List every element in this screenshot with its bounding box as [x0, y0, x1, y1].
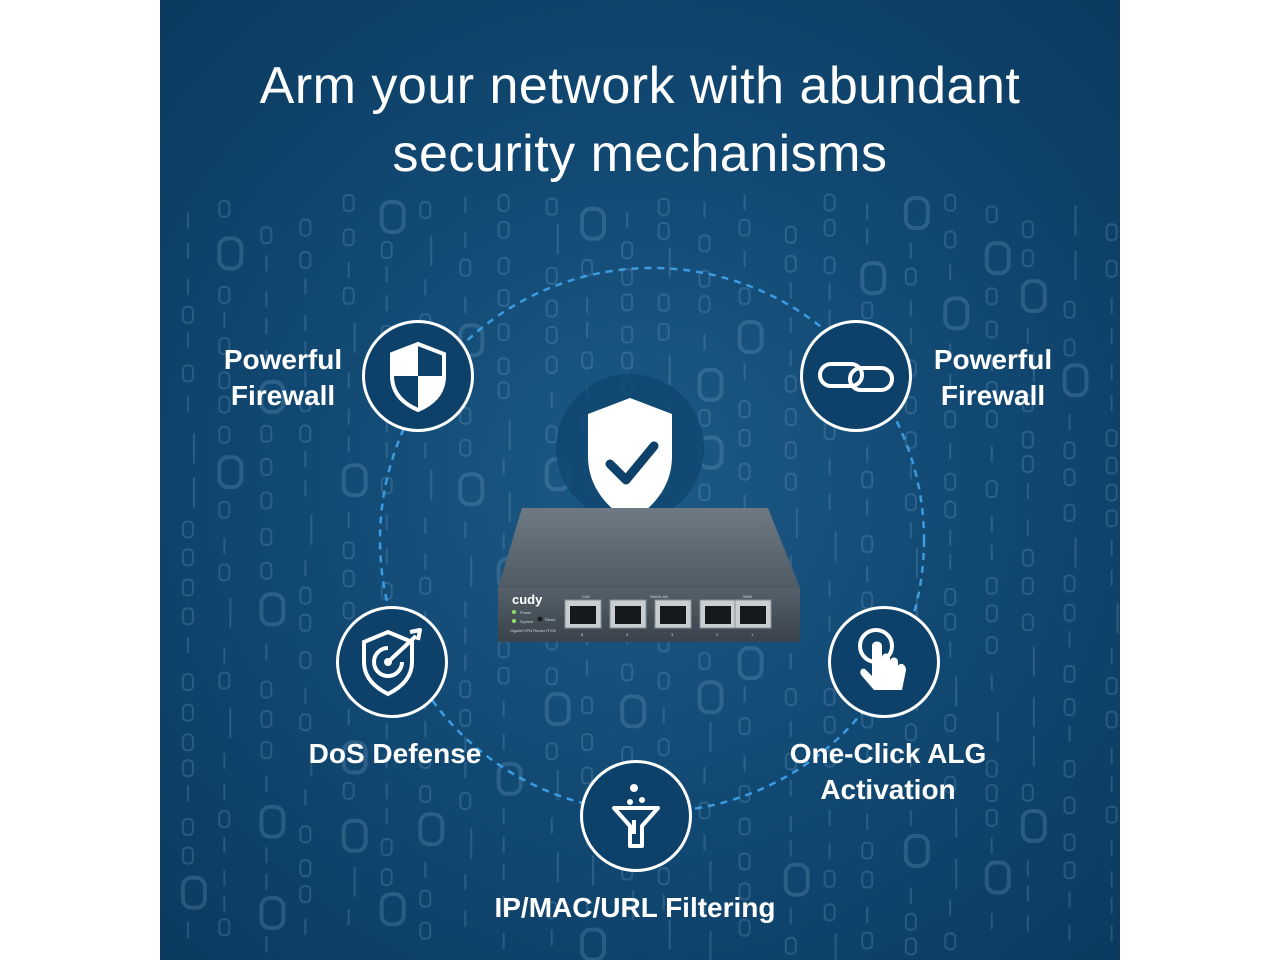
port-group-lan: LAN [582, 594, 590, 599]
link-feature-label-line2: Firewall [940, 380, 1046, 411]
reset-label: Reset [545, 617, 556, 622]
shield-check-icon [588, 398, 672, 522]
dos-label-line1: DoS Defense [308, 738, 482, 769]
orbit-circle [378, 266, 926, 814]
ethernet-port-socket [570, 606, 596, 624]
firewall-feature-circle [362, 320, 474, 432]
central-security-shield [556, 374, 704, 522]
ethernet-port-socket [705, 606, 731, 624]
router-top-panel [498, 508, 800, 588]
port-number: 5 [581, 632, 584, 637]
tap-hand-icon [858, 628, 906, 690]
link-feature-label-line1: Powerful [933, 344, 1053, 375]
ethernet-port-socket [660, 606, 686, 624]
shield-icon [390, 341, 446, 412]
port-group-wan-lan: WAN/LAN [650, 594, 668, 599]
port-number: 2 [716, 632, 719, 637]
check-mark-icon [605, 441, 659, 485]
router-brand: cudy [512, 592, 543, 607]
port-group-wan: WAN [743, 594, 752, 599]
link-feature-circle [800, 320, 912, 432]
filter-icon [612, 784, 660, 848]
led-label-power: Power [520, 610, 532, 615]
alg-label: One-Click ALG Activation [770, 736, 1006, 808]
feature-banner: Arm your network with abundant security … [160, 0, 1120, 960]
headline: Arm your network with abundant security … [160, 52, 1120, 188]
firewall-label-line2: Firewall [230, 380, 336, 411]
router-device: cudy Power System Reset Gigabit VPN Rout… [498, 508, 800, 642]
link-feature-label: Powerful Firewall [928, 342, 1058, 414]
dashed-orbit-ring [378, 266, 926, 814]
port-number: 3 [671, 632, 674, 637]
headline-line-1: Arm your network with abundant [259, 57, 1021, 115]
port-number: 4 [626, 632, 629, 637]
ethernet-ports: 5 4 3 2 1 [564, 599, 772, 637]
led-label-system: System [520, 619, 534, 624]
alg-feature-circle [828, 606, 940, 718]
ethernet-port-socket [615, 606, 641, 624]
filtering-label-line1: IP/MAC/URL Filtering [494, 892, 776, 923]
ethernet-port-socket [740, 606, 766, 624]
alg-label-line1: One-Click ALG [789, 738, 987, 769]
power-led-icon [512, 610, 516, 614]
filtering-label: IP/MAC/URL Filtering [470, 890, 800, 926]
firewall-label-line1: Powerful [223, 344, 343, 375]
port-number: 1 [751, 632, 754, 637]
dos-label: DoS Defense [290, 736, 500, 772]
dos-feature-circle [336, 606, 448, 718]
router-model: Gigabit VPN Router R700 [510, 628, 557, 633]
system-led-icon [512, 619, 516, 623]
headline-line-2: security mechanisms [392, 125, 888, 183]
link-icon [818, 362, 894, 392]
target-shield-icon [362, 628, 422, 697]
reset-button[interactable] [537, 616, 543, 622]
alg-label-line2: Activation [820, 774, 956, 805]
firewall-label: Powerful Firewall [218, 342, 348, 414]
filtering-feature-circle [580, 760, 692, 872]
